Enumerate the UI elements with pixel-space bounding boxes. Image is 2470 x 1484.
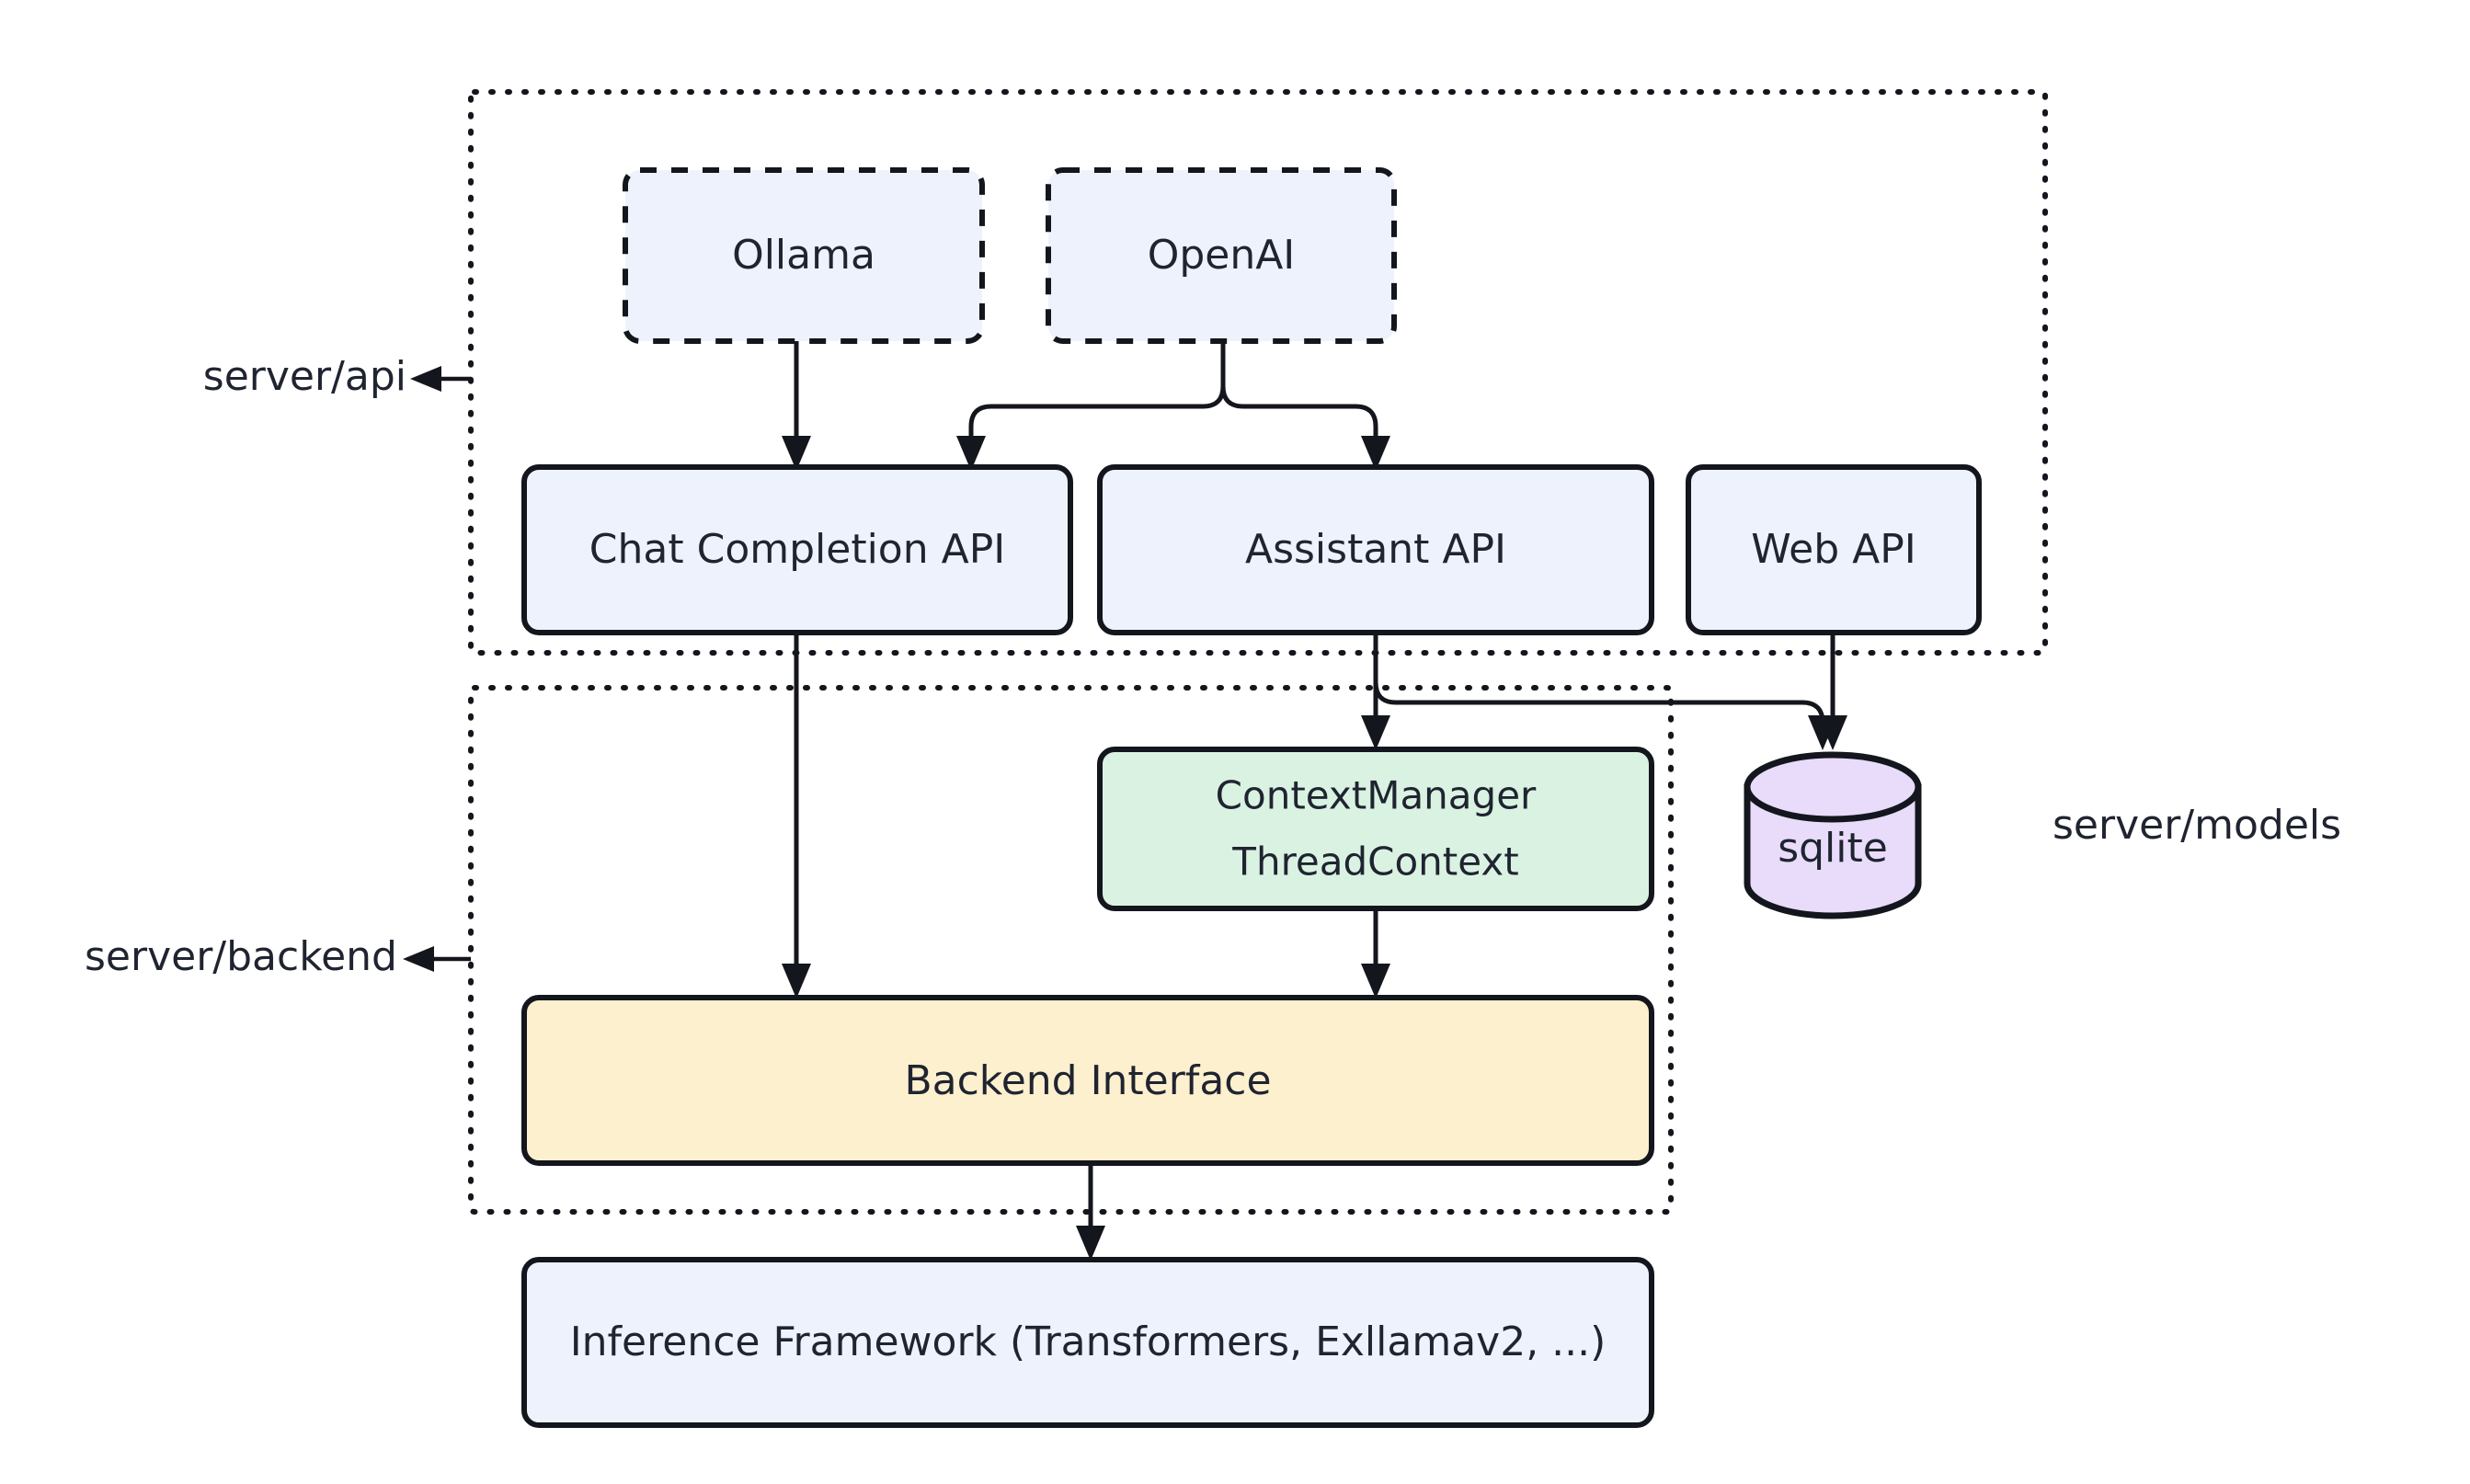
node-ollama-box[interactable] [623,167,985,344]
node-context-manager[interactable]: ContextManager ThreadContext [1097,747,1654,911]
edge-web-api-to-sqlite [1818,630,1847,750]
node-openai-label: OpenAI [1148,232,1296,279]
node-sqlite-cylinder-top [1744,751,1922,823]
node-openai-box[interactable] [1046,167,1397,344]
node-assistant-api[interactable]: Assistant API [1097,464,1654,635]
group-pointer-api-arrowhead [410,366,441,392]
group-label-server-api: server/api [203,353,471,400]
node-sqlite[interactable]: sqlite [1744,751,1922,919]
group-container-server-api [468,89,2048,656]
node-inference-framework[interactable]: Inference Framework (Transformers, Exlla… [521,1257,1654,1428]
edge-openai-to-assistant-api [1220,340,1390,471]
group-label-server-backend-text: server/backend [85,933,397,980]
node-ollama-label: Ollama [732,232,875,279]
node-context-manager-label-line1: ContextManager [1216,773,1537,818]
node-inference-framework-box[interactable] [521,1257,1654,1428]
node-openai[interactable]: OpenAI [1046,167,1397,344]
group-label-server-api-text: server/api [203,353,406,400]
group-label-server-backend: server/backend [85,933,471,980]
node-backend-interface-box[interactable] [521,995,1654,1166]
node-backend-interface-label: Backend Interface [904,1057,1271,1104]
node-chat-completion-api-label: Chat Completion API [589,526,1005,573]
node-assistant-api-label: Assistant API [1245,526,1506,573]
group-label-server-models: server/models [2053,802,2341,849]
node-backend-interface[interactable]: Backend Interface [521,995,1654,1166]
edge-ollama-to-chat-completion-api [782,340,811,471]
node-inference-framework-label: Inference Framework (Transformers, Exlla… [570,1318,1607,1365]
node-ollama[interactable]: Ollama [623,167,985,344]
node-web-api-box[interactable] [1686,464,1982,635]
edge-chat-completion-api-to-backend-interface [782,630,811,999]
edge-assistant-api-to-sqlite [1373,630,1837,750]
edge-backend-interface-to-inference-framework [1076,1163,1105,1261]
group-pointer-backend-arrowhead [403,946,434,972]
node-chat-completion-api-box[interactable] [521,464,1073,635]
edge-openai-to-chat-completion-api [956,340,1226,471]
group-container-server-backend [468,685,1674,1215]
node-chat-completion-api[interactable]: Chat Completion API [521,464,1073,635]
node-web-api-label: Web API [1751,526,1916,573]
node-assistant-api-box[interactable] [1097,464,1654,635]
node-context-manager-box[interactable] [1097,747,1654,911]
node-context-manager-label-line2: ThreadContext [1231,839,1518,885]
node-sqlite-cylinder-body[interactable] [1744,783,1922,919]
node-sqlite-label: sqlite [1778,825,1888,872]
node-web-api[interactable]: Web API [1686,464,1982,635]
edge-context-manager-to-backend-interface [1361,908,1390,999]
